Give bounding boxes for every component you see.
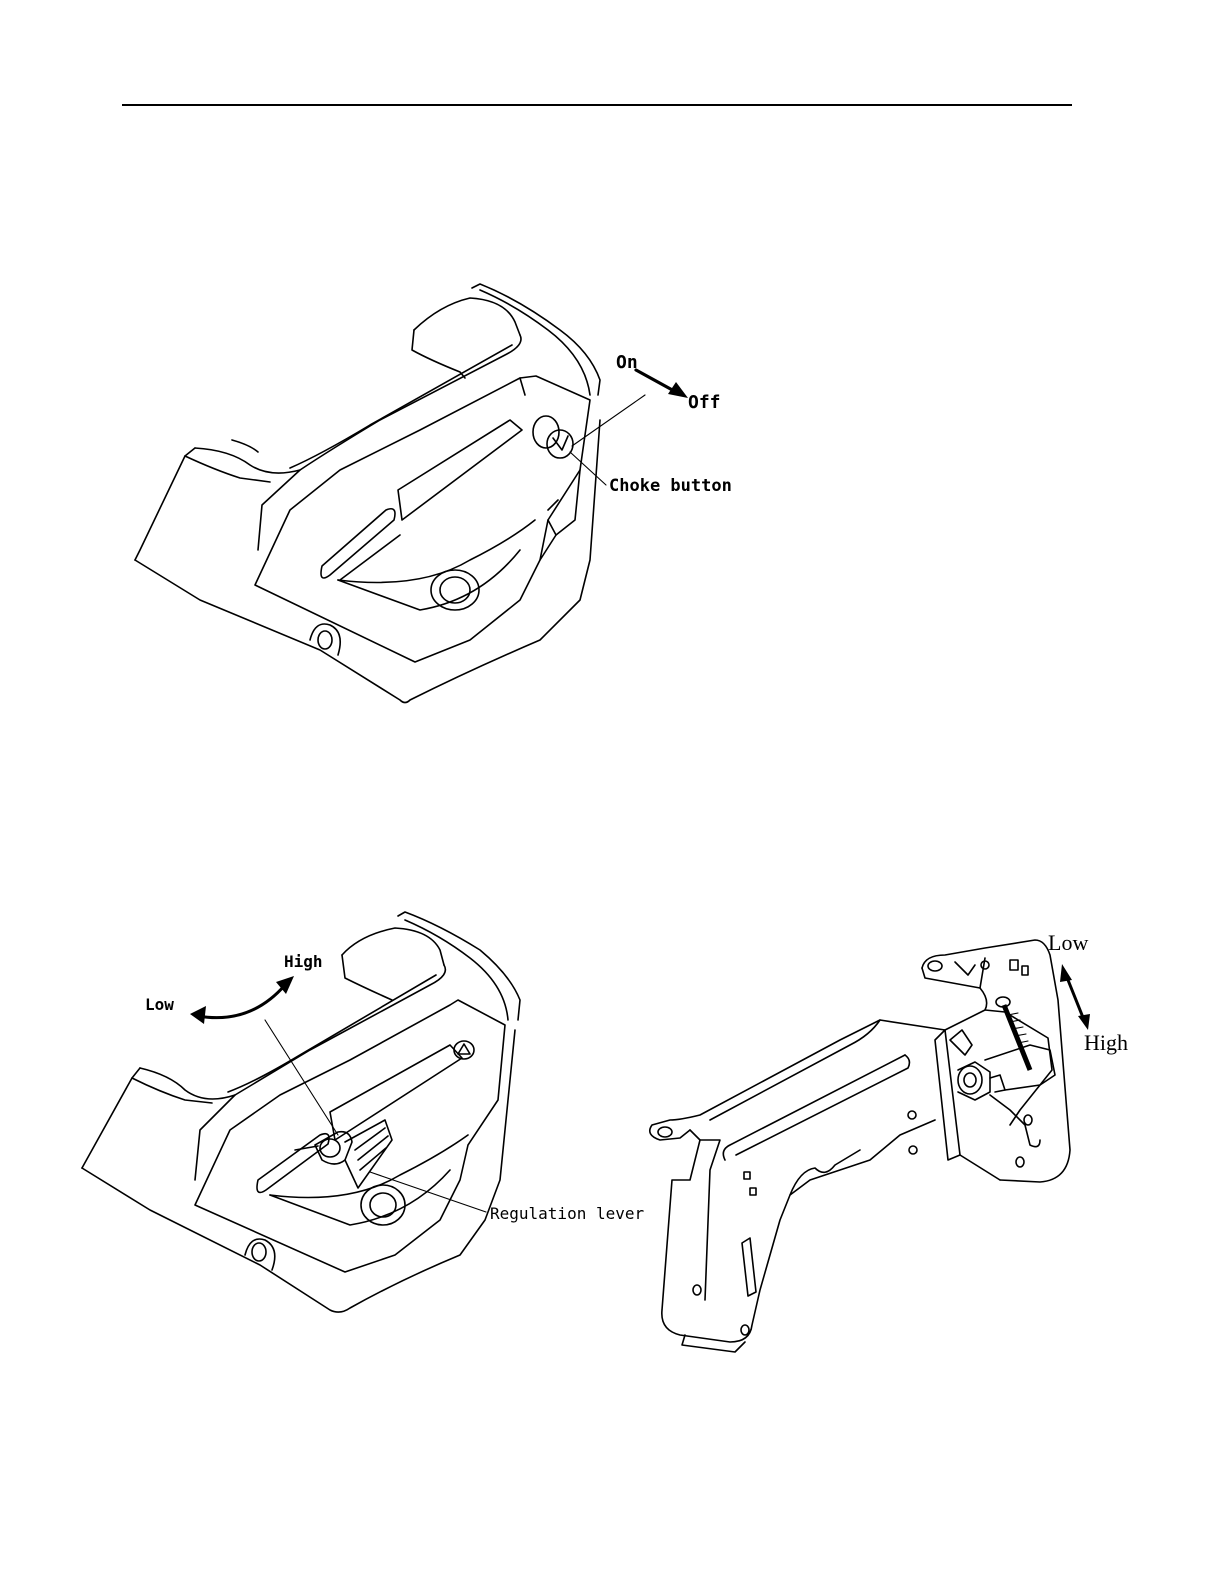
- choke-button-label: Choke button: [609, 478, 732, 495]
- choke-cover-drawing: [135, 284, 688, 703]
- high-label-bracket: High: [1084, 1032, 1128, 1054]
- bracket-drawing: [650, 940, 1090, 1352]
- low-label-cover: Low: [145, 997, 174, 1013]
- regulation-cover-drawing: [82, 912, 520, 1312]
- on-label: On: [616, 354, 638, 372]
- low-label-bracket: Low: [1048, 932, 1088, 954]
- regulation-lever-label: Regulation lever: [490, 1206, 644, 1222]
- off-label: Off: [688, 394, 721, 412]
- high-label-cover: High: [284, 954, 323, 970]
